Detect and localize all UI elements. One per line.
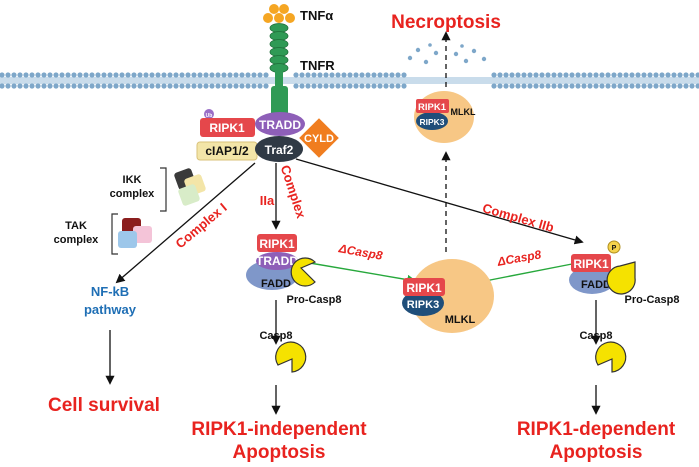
procasp8-label-2b: Pro-Casp8 [624, 294, 679, 306]
cell-membrane [0, 72, 699, 89]
ripk1-box-mem [416, 99, 449, 113]
ripk1-dependent-title: RIPK1-dependent [517, 419, 676, 440]
necrosome-cytosol: RIPK1 RIPK3 MLKL [402, 259, 494, 333]
traf2-shape [255, 136, 303, 162]
delta-casp8-right: ΔCasp8 [495, 247, 542, 269]
phospho-label: P [612, 245, 617, 252]
tnf-alpha-ligand [263, 4, 295, 23]
ripk3-label-mem: RIPK3 [419, 117, 444, 127]
tak-label-line2: complex [54, 234, 100, 246]
tradd-shape-top [255, 112, 305, 136]
ripk1-box-2b [571, 254, 611, 272]
tak-complex [111, 213, 152, 255]
complex2b-group: P RIPK1 FADD Pro-Casp8 Casp8 [569, 240, 680, 373]
ripk3-shape [402, 290, 444, 316]
complex2a-group: RIPK1 TRADD FADD Pro-Casp8 Casp8 [246, 234, 342, 373]
pro-casp8-icon-2b [606, 261, 636, 295]
casp8-label-2b: Casp8 [579, 330, 612, 342]
arrow-complex1 [115, 162, 256, 284]
membrane-rupture [407, 43, 487, 65]
casp8-label-2a: Casp8 [259, 330, 292, 342]
tnfr-label: TNFR [300, 58, 335, 73]
mlkl-label-mem: MLKL [451, 107, 476, 117]
ciap-label: cIAP1/2 [205, 144, 249, 158]
ripk1-independent-title: RIPK1-independent [191, 419, 367, 440]
delta-casp8-left: ΔCasp8 [337, 241, 384, 263]
tak-label-line1: TAK [65, 220, 87, 232]
procasp8-label-2a: Pro-Casp8 [286, 294, 341, 306]
apoptosis-right-title: Apoptosis [550, 442, 643, 463]
tnfr-receptor [269, 23, 289, 116]
mlkl-label-necro: MLKL [445, 314, 476, 326]
necroptosis-title: Necroptosis [391, 12, 501, 33]
complex2b-label: Complex IIb [481, 200, 556, 235]
ripk1-box-2a [257, 234, 297, 252]
complex1-label: Complex I [172, 200, 229, 251]
arrow-complex2b [295, 158, 584, 245]
tradd-label-2a: TRADD [256, 254, 298, 268]
complex2a-label-1: Complex [278, 163, 309, 221]
ub-label: Ub [206, 113, 213, 119]
phospho-icon [607, 240, 621, 254]
membrane-upper-leaflet [0, 72, 699, 78]
ripk1-box-necro [403, 278, 445, 296]
traf2-label: Traf2 [265, 143, 294, 157]
ripk3-label-necro: RIPK3 [407, 299, 439, 311]
casp8-icon-2b [595, 341, 627, 373]
pro-casp8-icon-2a [290, 257, 317, 287]
ripk1-label-mem: RIPK1 [418, 102, 447, 113]
tradd-label-top: TRADD [259, 118, 301, 132]
ripk1-box-top [200, 118, 255, 137]
ripk1-label-2a: RIPK1 [259, 237, 295, 251]
ikk-label-line1: IKK [123, 174, 142, 186]
cell-survival-title: Cell survival [48, 395, 160, 416]
arrows [105, 31, 601, 415]
complex-top: Ub cIAP1/2 RIPK1 TRADD Traf2 CYLD [196, 109, 339, 162]
arrow-green-right [478, 263, 573, 286]
ubiquitin-icon [204, 109, 214, 119]
fadd-shape-2b [569, 266, 615, 294]
ripk3-shape-mem [416, 112, 448, 130]
ikk-label-line2: complex [110, 188, 156, 200]
tnfa-label: TNFα [300, 8, 333, 23]
membrane-lower-leaflet [0, 83, 699, 89]
complex2a-label-2: IIa [260, 193, 275, 208]
cyld-label: CYLD [304, 133, 334, 145]
fadd-label-2b: FADD [581, 279, 611, 291]
necrosome-membrane: RIPK1 RIPK3 MLKL [414, 91, 476, 143]
ripk1-label-necro: RIPK1 [406, 281, 442, 295]
nfkb-label-line2: pathway [84, 302, 137, 317]
ikk-complex [160, 167, 206, 212]
tradd-shape-2a [256, 252, 298, 270]
arrow-green-left [303, 261, 417, 285]
casp8-icon-2a [275, 341, 307, 373]
fadd-label-2a: FADD [261, 278, 291, 290]
ripk1-label-2b: RIPK1 [573, 257, 609, 271]
nfkb-label-line1: NF-kB [91, 284, 129, 299]
apoptosis-left-title: Apoptosis [233, 442, 326, 463]
ripk1-label-top: RIPK1 [209, 121, 245, 135]
